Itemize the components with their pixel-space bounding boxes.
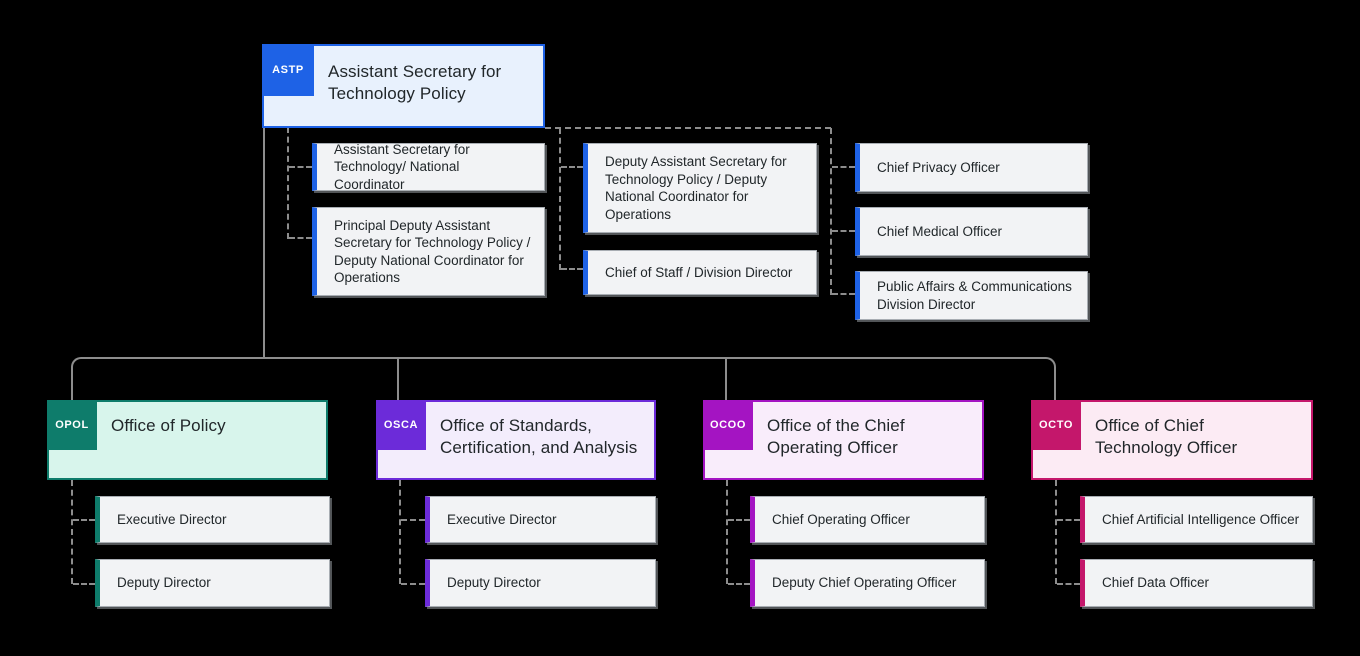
connector-dashed-middle-vertical [559, 128, 561, 270]
astp-badge: ASTP [262, 44, 314, 96]
ocoo-badge: OCOO [703, 400, 753, 450]
octo-badge: OCTO [1031, 400, 1081, 450]
node-chief-artificial-intelligence-officer[interactable]: Chief Artificial Intelligence Officer [1080, 496, 1313, 543]
node-office-of-policy[interactable]: OPOL Office of Policy [47, 400, 328, 480]
connector-dashed-middle-stub-1 [561, 166, 583, 168]
connector-dashed-octo-stub-2 [1057, 583, 1080, 585]
node-public-affairs-communications-division-director[interactable]: Public Affairs & Communications Division… [855, 271, 1088, 320]
connector-dashed-osca-vertical [399, 480, 401, 584]
node-label: Executive Director [117, 511, 227, 527]
connector-dashed-right-vertical [830, 128, 832, 295]
node-label: Executive Director [447, 511, 557, 527]
connector-dashed-left-stub-2 [289, 237, 312, 239]
node-label: Deputy Chief Operating Officer [772, 575, 957, 591]
connector-trunk-vertical [263, 127, 265, 358]
connector-drop-osca [397, 358, 399, 400]
node-principal-deputy-assistant-secretary[interactable]: Principal Deputy Assistant Secretary for… [312, 207, 545, 296]
node-astp-root[interactable]: ASTP Assistant Secretary for Technology … [262, 44, 545, 128]
connector-dashed-opol-stub-1 [73, 519, 95, 521]
node-label: Chief of Staff / Division Director [605, 264, 793, 280]
connector-offices-horizontal [71, 357, 1056, 401]
node-osca-executive-director[interactable]: Executive Director [425, 496, 656, 543]
connector-dashed-octo-vertical [1055, 480, 1057, 584]
connector-dashed-right-stub-3 [832, 293, 855, 295]
connector-dashed-left-vertical [287, 127, 289, 239]
node-chief-of-staff-division-director[interactable]: Chief of Staff / Division Director [583, 250, 817, 295]
connector-dashed-ocoo-stub-1 [728, 519, 750, 521]
node-chief-medical-officer[interactable]: Chief Medical Officer [855, 207, 1088, 256]
node-label: Chief Medical Officer [877, 223, 1003, 239]
node-label: Chief Privacy Officer [877, 159, 1000, 175]
node-label: Chief Artificial Intelligence Officer [1102, 511, 1300, 527]
node-assistant-secretary-national-coordinator[interactable]: Assistant Secretary for Technology/ Nati… [312, 141, 545, 192]
ocoo-title: Office of the Chief Operating Officer [767, 416, 905, 457]
astp-title: Assistant Secretary for Technology Polic… [328, 62, 502, 103]
node-office-of-chief-operating-officer[interactable]: OCOO Office of the Chief Operating Offic… [703, 400, 984, 480]
connector-dashed-right-stub-1 [832, 166, 855, 168]
connector-dashed-ocoo-stub-2 [728, 583, 750, 585]
node-label: Principal Deputy Assistant Secretary for… [334, 217, 531, 286]
node-opol-executive-director[interactable]: Executive Director [95, 496, 330, 543]
node-deputy-chief-operating-officer[interactable]: Deputy Chief Operating Officer [750, 559, 985, 607]
connector-dashed-osca-stub-2 [401, 583, 425, 585]
node-label: Chief Data Officer [1102, 575, 1210, 591]
node-chief-operating-officer[interactable]: Chief Operating Officer [750, 496, 985, 543]
connector-dashed-opol-vertical [71, 480, 73, 584]
node-label: Public Affairs & Communications Division… [877, 279, 1072, 312]
node-label: Deputy Director [117, 575, 211, 591]
node-label: Deputy Director [447, 575, 541, 591]
connector-dashed-left-stub-1 [289, 166, 312, 168]
opol-title: Office of Policy [111, 416, 226, 435]
node-chief-privacy-officer[interactable]: Chief Privacy Officer [855, 143, 1088, 192]
node-opol-deputy-director[interactable]: Deputy Director [95, 559, 330, 607]
osca-badge: OSCA [376, 400, 426, 450]
connector-dashed-middle-stub-2 [561, 268, 583, 270]
octo-title: Office of Chief Technology Officer [1095, 416, 1238, 457]
connector-dashed-right-stub-2 [832, 230, 855, 232]
node-label: Assistant Secretary for Technology/ Nati… [334, 141, 470, 192]
opol-badge: OPOL [47, 400, 97, 450]
osca-title: Office of Standards, Certification, and … [440, 416, 638, 457]
node-deputy-assistant-secretary[interactable]: Deputy Assistant Secretary for Technolog… [583, 143, 817, 233]
connector-dashed-top-horizontal [545, 127, 831, 129]
node-chief-data-officer[interactable]: Chief Data Officer [1080, 559, 1313, 607]
node-office-of-standards-certification-analysis[interactable]: OSCA Office of Standards, Certification,… [376, 400, 656, 480]
node-label: Chief Operating Officer [772, 511, 910, 527]
node-label: Deputy Assistant Secretary for Technolog… [605, 154, 787, 222]
connector-dashed-osca-stub-1 [401, 519, 425, 521]
connector-dashed-octo-stub-1 [1057, 519, 1080, 521]
connector-dashed-ocoo-vertical [726, 480, 728, 584]
connector-drop-ocoo [725, 358, 727, 400]
connector-dashed-opol-stub-2 [73, 583, 95, 585]
node-osca-deputy-director[interactable]: Deputy Director [425, 559, 656, 607]
node-office-of-chief-technology-officer[interactable]: OCTO Office of Chief Technology Officer [1031, 400, 1313, 480]
